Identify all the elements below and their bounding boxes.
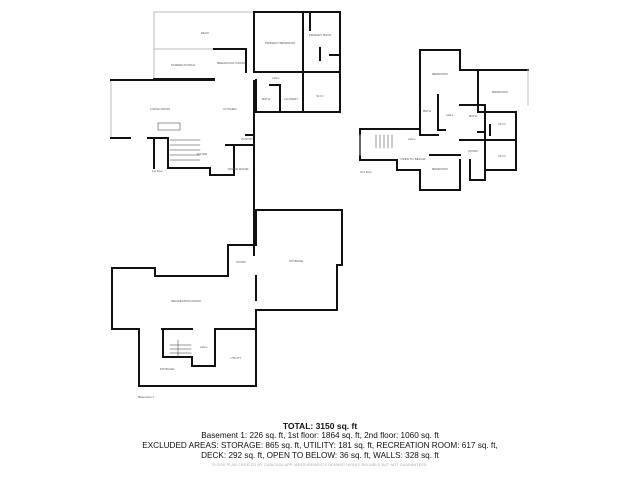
svg-text:W.I.C: W.I.C	[498, 154, 506, 158]
second-floor-walls	[359, 49, 529, 191]
svg-text:STORAGE: STORAGE	[289, 259, 304, 263]
svg-text:2nd floor: 2nd floor	[360, 170, 372, 174]
svg-text:ROOM: ROOM	[468, 149, 478, 153]
svg-text:BEDROOM: BEDROOM	[432, 167, 448, 171]
svg-text:HALL: HALL	[408, 137, 416, 141]
svg-text:STORAGE: STORAGE	[160, 367, 175, 371]
svg-text:UTILITY: UTILITY	[230, 356, 241, 360]
svg-text:BREAKFAST ROOM: BREAKFAST ROOM	[217, 61, 245, 65]
svg-text:DINING ROOM: DINING ROOM	[228, 167, 249, 171]
svg-text:W.I.C: W.I.C	[498, 122, 506, 126]
svg-text:PANTRY: PANTRY	[241, 137, 253, 141]
svg-text:BATH: BATH	[262, 97, 270, 101]
svg-text:SCREEN PORCH: SCREEN PORCH	[171, 63, 195, 67]
first-floor-walls	[110, 11, 341, 256]
svg-text:OPEN TO BELOW: OPEN TO BELOW	[400, 157, 425, 161]
svg-text:FOYER: FOYER	[197, 152, 208, 156]
room-labels: DECK SCREEN PORCH BREAKFAST ROOM PRIMARY…	[138, 31, 508, 399]
svg-text:HALL: HALL	[200, 345, 208, 349]
svg-text:KITCHEN: KITCHEN	[223, 107, 236, 111]
svg-text:LIVING ROOM: LIVING ROOM	[150, 107, 171, 111]
svg-text:BATH: BATH	[423, 109, 431, 113]
svg-text:BEDROOM: BEDROOM	[492, 90, 508, 94]
excluded-areas-continued: DECK: 292 sq. ft, OPEN TO BELOW: 36 sq. …	[201, 451, 439, 460]
svg-text:BEDROOM: BEDROOM	[432, 72, 448, 76]
svg-text:BATH: BATH	[469, 114, 477, 118]
basement-walls	[111, 209, 343, 387]
total-area: TOTAL: 3150 sq. ft	[282, 421, 358, 431]
floor-areas: Basement 1: 226 sq. ft, 1st floor: 1864 …	[201, 431, 439, 440]
svg-text:W.I.C: W.I.C	[316, 94, 324, 98]
svg-text:LAUNDRY: LAUNDRY	[284, 97, 298, 101]
floor-plan-drawing: DECK SCREEN PORCH BREAKFAST ROOM PRIMARY…	[110, 11, 529, 399]
svg-text:HALL: HALL	[272, 76, 280, 80]
svg-text:Basement 1: Basement 1	[138, 395, 154, 399]
svg-text:PRIMARY BEDROOM: PRIMARY BEDROOM	[265, 41, 295, 45]
svg-text:1st floor: 1st floor	[152, 169, 163, 173]
first-floor-plan	[110, 11, 255, 139]
svg-text:RECREATION ROOM: RECREATION ROOM	[171, 299, 201, 303]
svg-text:DECK: DECK	[201, 31, 209, 35]
svg-text:PRIMARY BATH: PRIMARY BATH	[309, 33, 331, 37]
svg-text:ROOM: ROOM	[236, 260, 246, 264]
excluded-areas: EXCLUDED AREAS: STORAGE: 865 sq. ft, UTI…	[142, 441, 498, 450]
disclaimer: FLOOR PLAN CREATED BY CUBICASA APP. MEAS…	[212, 463, 428, 467]
svg-text:HALL: HALL	[446, 113, 454, 117]
